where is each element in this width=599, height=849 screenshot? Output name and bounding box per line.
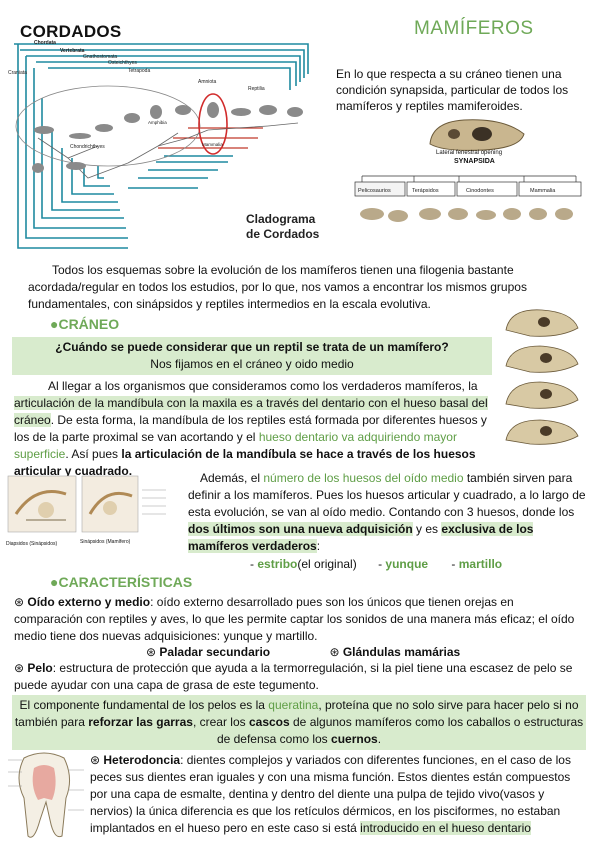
- ear-caption-mammal: Sinápsidos (Mamífero): [80, 539, 131, 545]
- box-c: , crear los: [192, 715, 249, 729]
- hetero-highlight: introducido en el hueso dentario: [360, 821, 531, 835]
- pelo-icon: ⊛: [14, 661, 28, 675]
- ear-reptile-drawing: [7, 475, 77, 533]
- para1-green: hueso dentario va adquiriendo mayor supe…: [14, 430, 457, 461]
- para2-bold: dos últimos son una nueva adquisición: [188, 522, 413, 536]
- label-tetrapoda: Tetrapoda: [128, 68, 150, 74]
- hetero-label: Heterodoncia: [103, 753, 181, 767]
- para2-b: también sirven para definir a los mamífe…: [188, 471, 586, 519]
- para2-green: número de los huesos del oído medio: [263, 471, 464, 485]
- cordados-title: CORDADOS: [20, 22, 122, 41]
- ear-caption-reptile: Diapsidos (Sinápsidos): [6, 541, 58, 547]
- group-pelicosaurios: Pelicosaurios: [358, 188, 391, 194]
- box-b: , proteína que no solo sirve para hacer …: [14, 698, 579, 729]
- box-e: .: [377, 732, 382, 746]
- caption-line1: Cladograma: [246, 212, 316, 226]
- tooth-diagram: [4, 750, 86, 844]
- bone-item-yunque: - yunque: [378, 557, 429, 571]
- synapsida-label: SYNAPSIDA: [454, 158, 495, 165]
- paladar-label: Paladar secundario: [159, 645, 271, 659]
- intro-paragraph: Todos los esquemas sobre la evolución de…: [28, 262, 576, 313]
- skull-series: [505, 309, 579, 445]
- bone-item-martillo: - martillo: [451, 557, 503, 571]
- question-sub: Nos fijamos en el cráneo y oido medio: [150, 357, 354, 371]
- question-box: ¿Cuándo se puede considerar que un repti…: [12, 337, 492, 375]
- label-craniata: Craniata: [8, 70, 27, 76]
- gear-bullet-icon: ⊛: [14, 595, 28, 609]
- oido-paragraph: ⊛ Oído externo y medio: oído externo des…: [14, 594, 584, 645]
- pelo-paragraph: ⊛ Pelo: estructura de protección que ayu…: [14, 660, 584, 694]
- box-queratina: queratina: [268, 698, 319, 712]
- group-terapsidos: Terápsidos: [412, 188, 439, 194]
- glandulas-icon: ⊛: [329, 645, 343, 659]
- synapsida-strip: Pelicosaurios Terápsidos Cinodontes Mamm…: [354, 170, 584, 238]
- label-mammalia: Mammalia: [202, 142, 223, 147]
- skull-drawing: [429, 119, 525, 151]
- cladogram-caption: Cladograma de Cordados: [246, 212, 319, 242]
- craneo-paragraph-1: Al llegar a los organismos que considera…: [14, 378, 494, 480]
- group-cinodontes: Cinodontes: [466, 188, 494, 194]
- box-a: El componente fundamental de los pelos e…: [19, 698, 269, 712]
- skull-image: [424, 114, 530, 156]
- intro-text: Todos los esquemas sobre la evolución de…: [28, 263, 527, 311]
- queratina-box: El componente fundamental de los pelos e…: [12, 695, 586, 750]
- label-amphibia: Amphibia: [148, 120, 167, 125]
- cladogram-diagram: Chordata Vertebrata Gnathostomata Osteic…: [8, 40, 309, 249]
- para2-c: y es: [412, 522, 442, 536]
- skull-intro-text: En lo que respecta a su cráneo tienen un…: [336, 67, 569, 113]
- box-cuernos: cuernos: [331, 732, 378, 746]
- ear-mammal-drawing: [81, 475, 168, 533]
- pelo-label: Pelo: [27, 661, 53, 675]
- label-vertebrata: Vertebrata: [60, 48, 85, 54]
- label-chordata: Chordata: [34, 40, 56, 46]
- bone-estribo-name: estribo: [257, 557, 298, 571]
- glandulas-label: Glándulas mamárias: [342, 645, 461, 659]
- craneo-title: ●CRÁNEO: [50, 316, 120, 332]
- label-amniota: Amniota: [198, 79, 217, 85]
- caption-line2: de Cordados: [246, 227, 320, 241]
- para1-c: . Así pues: [65, 447, 122, 461]
- label-chondrichthyes: Chondrichthyes: [70, 144, 105, 150]
- pelo-text: : estructura de protección que ayuda a l…: [14, 661, 573, 692]
- mamiferos-title: MAMÍFEROS: [414, 18, 534, 39]
- hetero-icon: ⊛: [90, 753, 104, 767]
- para2-a: Además, el: [200, 471, 264, 485]
- caracteristicas-title: ●CARACTERÍSTICAS: [50, 574, 193, 590]
- para1-a: Al llegar a los organismos que considera…: [48, 379, 478, 393]
- para1-b: . De esta forma, la mandíbula de los rep…: [14, 413, 487, 444]
- label-osteichthyes: Osteichthyes: [108, 60, 137, 66]
- label-gnathostomata: Gnathostomata: [83, 54, 117, 60]
- para2-d: :: [316, 539, 321, 553]
- bones-list: - estribo(el original) - yunque - martil…: [250, 556, 580, 573]
- hetero-text: : dientes complejos y variados con difer…: [90, 753, 571, 835]
- oido-text: : oído externo desarrollado pues son los…: [14, 595, 575, 643]
- paladar-icon: ⊛: [146, 645, 160, 659]
- bone-item-estribo: - estribo(el original): [250, 557, 357, 571]
- label-reptilia: Reptilia: [248, 86, 265, 92]
- oido-label: Oído externo y medio: [27, 595, 151, 609]
- bone-martillo-name: martillo: [458, 557, 503, 571]
- paladar-glandulas-row: ⊛ Paladar secundario ⊛ Glándulas mamária…: [146, 644, 586, 661]
- box-d: de algunos mamíferos como los caballos o…: [216, 715, 584, 746]
- skull-caption: Lateral fenestral opening: [436, 150, 503, 156]
- box-cascos: cascos: [248, 715, 290, 729]
- box-garras: reforzar las garras: [88, 715, 193, 729]
- ear-diagram-reptile: Diapsidos (Sinápsidos): [6, 474, 78, 547]
- tooth-drawing: [8, 752, 84, 838]
- bone-estribo-note: (el original): [297, 557, 357, 571]
- ear-diagram-mammal: Sinápsidos (Mamífero): [80, 474, 170, 558]
- group-mammalia: Mammalia: [530, 188, 556, 194]
- question-bold: ¿Cuándo se puede considerar que un repti…: [55, 340, 449, 354]
- bone-yunque-name: yunque: [385, 557, 429, 571]
- synapsida-diagram: Pelicosaurios Terápsidos Cinodontes Mamm…: [354, 175, 582, 222]
- heterodoncia-paragraph: ⊛ Heterodoncia: dientes complejos y vari…: [90, 752, 586, 837]
- craneo-paragraph-2: Además, el número de los huesos del oído…: [188, 470, 590, 555]
- para1-bold: la articulación de la mandíbula se hace …: [14, 447, 476, 478]
- cladogram-figure: Chordata Vertebrata Gnathostomata Osteic…: [8, 38, 330, 250]
- skull-evolution-column: [500, 300, 582, 450]
